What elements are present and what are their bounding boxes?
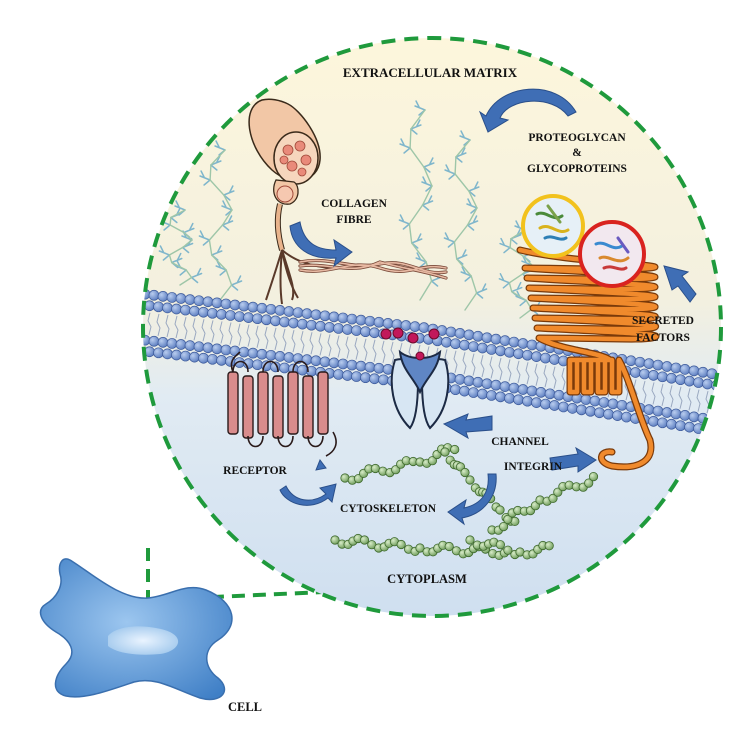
diagram-labels: EXTRACELLULAR MATRIX PROTEOGLYCAN & GLYC… (223, 65, 694, 714)
label-fibre: FIBRE (336, 214, 371, 226)
label-factors: FACTORS (636, 332, 690, 344)
label-receptor: RECEPTOR (223, 465, 287, 477)
label-proteoglycan: PROTEOGLYCAN (528, 132, 626, 144)
label-cytoskeleton: CYTOSKELETON (340, 503, 437, 515)
label-integrin: INTEGRIN (504, 461, 563, 473)
receptor-icon (227, 351, 337, 457)
label-ampersand: & (572, 147, 582, 159)
label-collagen: COLLAGEN (321, 198, 388, 210)
cell-icon (39, 558, 233, 701)
cytoskeleton-filament-icon (330, 443, 599, 561)
channel-icon (380, 327, 450, 430)
secreted-factor-icon (521, 194, 646, 288)
curved-arrow-icon (279, 88, 697, 526)
label-cytoplasm: CYTOPLASM (387, 572, 467, 586)
label-channel: CHANNEL (491, 436, 549, 448)
collagen-fibre-icon (248, 98, 448, 305)
label-cell: CELL (228, 700, 262, 714)
zoom-circle-outline (141, 36, 723, 618)
label-extracellular-matrix: EXTRACELLULAR MATRIX (343, 65, 518, 80)
label-secreted: SECRETED (632, 315, 694, 327)
label-glycoproteins: GLYCOPROTEINS (527, 163, 627, 175)
